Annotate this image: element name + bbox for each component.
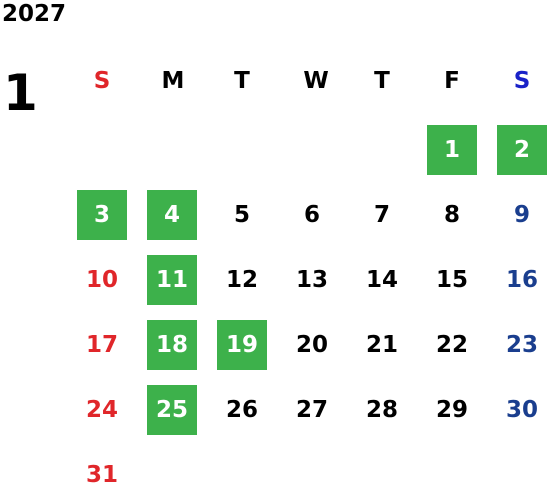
calendar-day-24[interactable]: 24 [85,397,118,423]
calendar-day-12[interactable]: 12 [225,267,258,293]
calendar-day-13[interactable]: 13 [295,267,328,293]
calendar-day-23[interactable]: 23 [505,332,538,358]
month-number: 1 [3,64,38,122]
calendar-day-28[interactable]: 28 [365,397,398,423]
calendar-day-19[interactable]: 19 [217,320,267,370]
calendar-day-8[interactable]: 8 [443,202,460,228]
calendar-day-22[interactable]: 22 [435,332,468,358]
weekday-monday-header: M [161,68,185,94]
calendar-day-4[interactable]: 4 [147,190,197,240]
calendar-day-11[interactable]: 11 [147,255,197,305]
calendar-day-6[interactable]: 6 [303,202,320,228]
calendar-day-29[interactable]: 29 [435,397,468,423]
calendar-day-30[interactable]: 30 [505,397,538,423]
year-label: 2027 [2,1,67,27]
weekday-wednesday-header: W [303,68,329,94]
calendar-day-3[interactable]: 3 [77,190,127,240]
calendar-day-1[interactable]: 1 [427,125,477,175]
calendar-day-14[interactable]: 14 [365,267,398,293]
weekday-friday-header: F [444,68,460,94]
weekday-saturday-header: S [513,68,531,94]
calendar-day-27[interactable]: 27 [295,397,328,423]
weekday-tuesday-header: T [234,68,250,94]
calendar-day-17[interactable]: 17 [85,332,118,358]
calendar-day-15[interactable]: 15 [435,267,468,293]
calendar-day-16[interactable]: 16 [505,267,538,293]
calendar-day-20[interactable]: 20 [295,332,328,358]
calendar-day-5[interactable]: 5 [233,202,250,228]
calendar-day-18[interactable]: 18 [147,320,197,370]
calendar-day-2[interactable]: 2 [497,125,547,175]
weekday-thursday-header: T [374,68,390,94]
calendar-day-9[interactable]: 9 [513,202,530,228]
calendar-day-26[interactable]: 26 [225,397,258,423]
calendar-day-10[interactable]: 10 [85,267,118,293]
calendar-day-31[interactable]: 31 [85,462,118,488]
calendar-day-7[interactable]: 7 [373,202,390,228]
calendar-day-21[interactable]: 21 [365,332,398,358]
calendar-day-25[interactable]: 25 [147,385,197,435]
weekday-sunday-header: S [93,68,111,94]
